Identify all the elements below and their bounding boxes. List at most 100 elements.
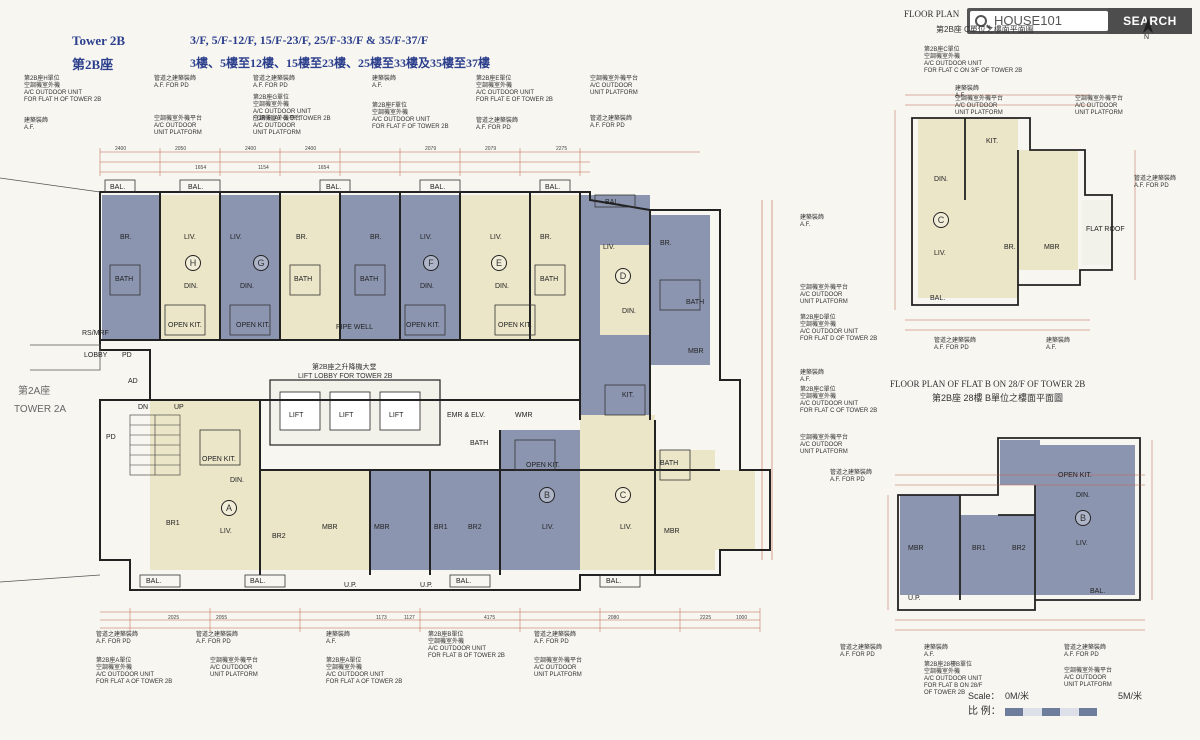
flat-marker-a: A [221, 500, 237, 516]
inset-c-title-en: FLOOR PLAN [904, 9, 960, 19]
room-label: LIV. [230, 234, 242, 241]
unit-a-living [150, 400, 260, 570]
room-label: BR. [120, 234, 132, 241]
staircase [129, 414, 181, 476]
room-label: BR. [540, 234, 552, 241]
scale-zero: 0M/米 [1005, 691, 1030, 701]
room-label: BATH [686, 299, 705, 306]
inset-b-mbr [900, 495, 960, 595]
search-input[interactable]: HOUSE101 [970, 11, 1108, 31]
flat-marker-e: E [491, 255, 507, 271]
dimension-text: 4175 [484, 615, 496, 621]
inset-c-room: MBR [1044, 244, 1060, 251]
search-icon [975, 15, 987, 27]
tower-title-zh: 第2B座 [72, 57, 114, 72]
room-label: OPEN KIT. [498, 322, 532, 329]
inset-b-room: MBR [908, 545, 924, 552]
dimension-text: 1654 [318, 165, 330, 171]
dimension-text: 2079 [425, 146, 437, 152]
room-label: DIN. [420, 283, 434, 290]
inset-b-room: DIN. [1076, 492, 1090, 499]
flat-marker-b: B [539, 487, 555, 503]
room-label: BATH [115, 276, 134, 283]
room-label: BAL. [110, 184, 126, 191]
room-label: BAL. [250, 578, 266, 585]
inset-b-title-zh: 第2B座 28樓 B單位之樓面平面圖 [932, 393, 1064, 403]
room-label: MBR [688, 348, 704, 355]
room-label: LIV. [542, 524, 554, 531]
room-label: DIN. [495, 283, 509, 290]
inset-c-room: LIV. [934, 250, 946, 257]
inset-b-room: BR1 [972, 545, 986, 552]
unit-e-bedroom [530, 195, 580, 340]
main-walls [99, 191, 771, 591]
inset-b-flat-marker: B [1075, 510, 1091, 526]
floors-zh: 3樓、5樓至12樓、15樓至23樓、25樓至33樓及35樓至37樓 [190, 56, 491, 70]
dimension-text: 2050 [175, 146, 187, 152]
room-label: BAL. [605, 199, 621, 206]
room-label: LIFT [289, 412, 304, 419]
unit-f-bedroom [340, 195, 400, 340]
dimension-text: 1127 [404, 615, 415, 621]
room-label: LIV. [603, 244, 615, 251]
search-placeholder: HOUSE101 [994, 13, 1062, 28]
dimension-text: 2025 [168, 615, 180, 621]
room-label: OPEN KIT. [526, 462, 560, 469]
dimension-text: 1000 [736, 615, 748, 621]
room-label: BAL. [456, 578, 472, 585]
unit-a-bedrooms [260, 470, 370, 570]
room-label: DIN. [230, 477, 244, 484]
flat-marker-c: C [615, 487, 631, 503]
room-label: BAL. [188, 184, 204, 191]
room-label: LIV. [220, 528, 232, 535]
room-label: LIV. [420, 234, 432, 241]
inset-b-title-en: FLOOR PLAN OF FLAT B ON 28/F OF TOWER 2B [890, 379, 1086, 389]
room-label: DIN. [622, 308, 636, 315]
room-label: BR2 [272, 533, 286, 540]
inset-c-room: BR. [1004, 244, 1016, 251]
room-label: BAL. [606, 578, 622, 585]
inset-b-room: U.P. [908, 595, 921, 602]
unit-b-br [430, 470, 500, 570]
dimension-text: 2400 [245, 146, 257, 152]
room-label: BATH [294, 276, 313, 283]
dimension-text: 2275 [556, 146, 568, 152]
room-label: BATH [360, 276, 379, 283]
room-label: PIPE WELL [336, 324, 373, 331]
unit-g-living [220, 195, 280, 340]
dimension-text: 2080 [608, 615, 620, 621]
room-label: BR. [370, 234, 382, 241]
scale-zh: 比 例： [968, 706, 1001, 717]
unit-g-bedroom [280, 195, 340, 340]
room-label: BR. [296, 234, 308, 241]
dimension-text: 2400 [115, 146, 127, 152]
room-label: BR1 [166, 520, 180, 527]
room-label: LIV. [184, 234, 196, 241]
floors-en: 3/F, 5/F-12/F, 15/F-23/F, 25/F-33/F & 35… [190, 33, 429, 47]
unit-c-mbr [715, 470, 755, 550]
room-label: DIN. [240, 283, 254, 290]
room-label: BAL. [430, 184, 446, 191]
flat-marker-d: D [615, 268, 631, 284]
